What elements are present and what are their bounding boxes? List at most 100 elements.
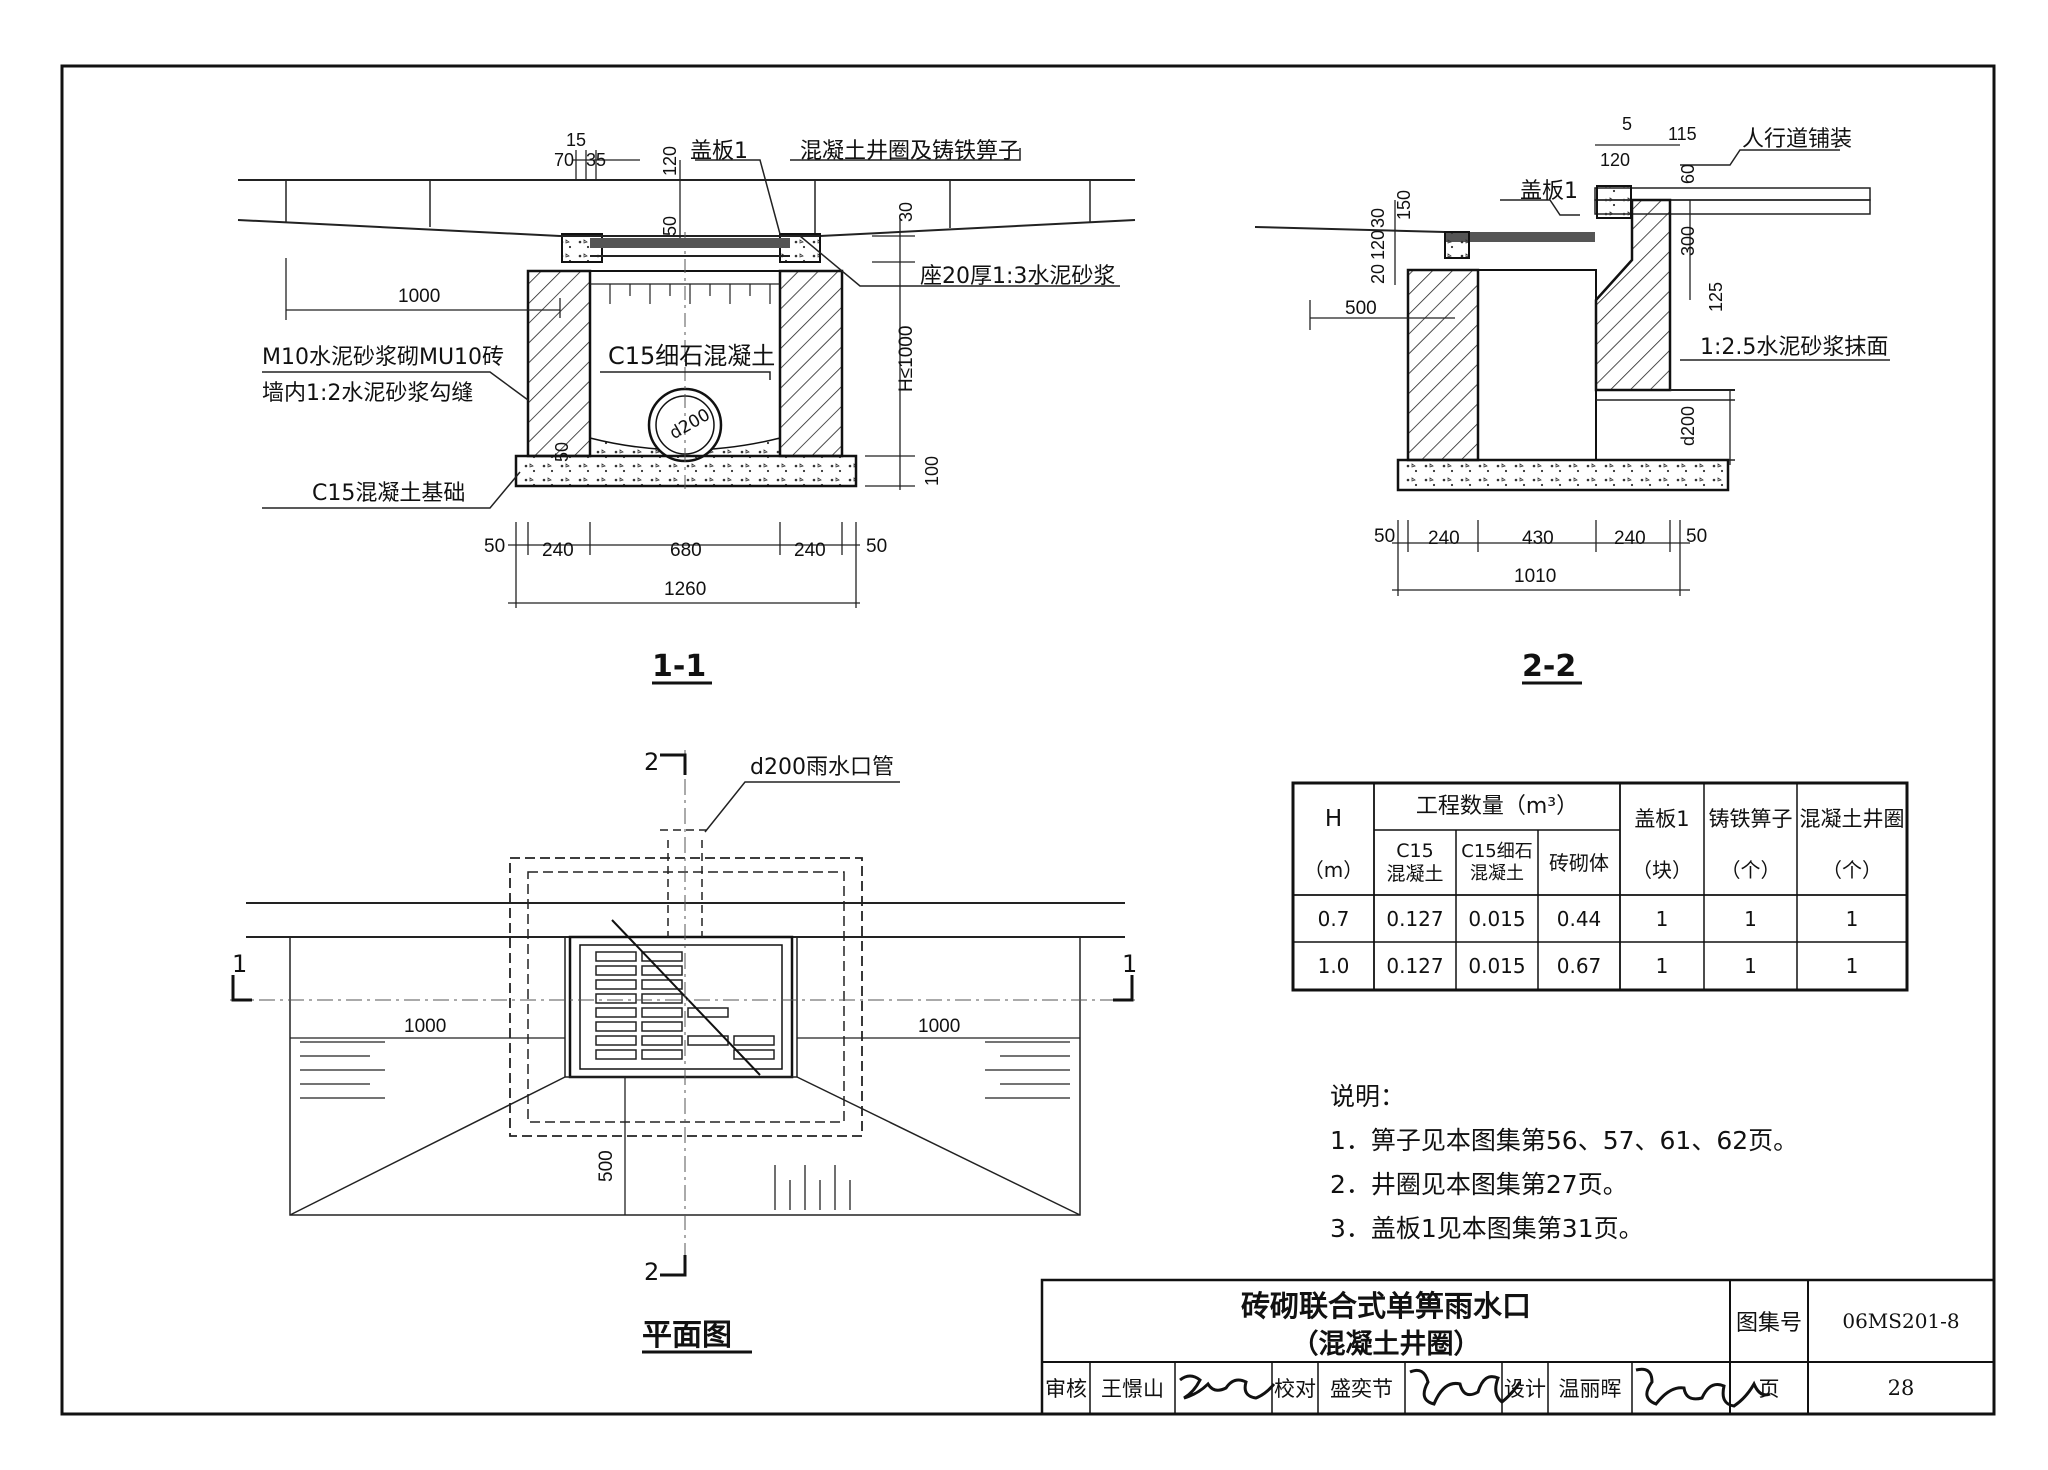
atlas-number: 06MS201-8 (1842, 1309, 1960, 1333)
section-mark-1-right: 1 (1122, 950, 1137, 978)
label-fine-concrete: C15细石混凝土 (608, 342, 775, 370)
signature-designer (1635, 1367, 1771, 1408)
dim-120-top: 120 (1600, 150, 1630, 170)
cell-r0-cover: 1 (1655, 906, 1669, 931)
th-quantity: 工程数量（m³） (1415, 793, 1579, 819)
plan-view (230, 750, 1135, 1354)
th-c15: C15 混凝土 (1386, 840, 1444, 885)
dim-b430: 430 (1522, 528, 1554, 549)
th-ring-unit: （个） (1822, 858, 1882, 882)
label-mortar-seat: 座20厚1:3水泥砂浆 (920, 264, 1115, 289)
dim-b50r-1-1: 50 (866, 536, 887, 557)
dim-d200: d200 (1678, 406, 1698, 446)
design-label: 设计 (1504, 1377, 1546, 1401)
section-mark-2-top: 2 (644, 748, 659, 776)
cell-r1-brick: 0.67 (1556, 954, 1602, 978)
dim-plan-left: 1000 (404, 1016, 446, 1037)
dim-1000-1-1: 1000 (398, 286, 440, 307)
label-plan-pipe: d200雨水口管 (750, 755, 894, 780)
dim-h: H≤1000 (896, 326, 917, 392)
notes: 说明： 1．箅子见本图集第56、57、61、62页。 2．井圈见本图集第27页。… (1330, 1075, 1798, 1251)
th-ring: 混凝土井圈 (1799, 807, 1905, 832)
cell-r0-grate: 1 (1744, 906, 1757, 931)
reviewer-name: 王憬山 (1101, 1377, 1164, 1401)
dim-plan-right: 1000 (918, 1016, 960, 1037)
dim-300: 300 (1678, 226, 1698, 256)
dim-125: 125 (1706, 282, 1726, 312)
notes-heading: 说明： (1330, 1082, 1406, 1111)
cell-r1-grate: 1 (1744, 954, 1757, 978)
section-mark-2-bottom: 2 (644, 1258, 659, 1286)
dim-b240l-2-2: 240 (1428, 528, 1460, 549)
th-cover-unit: （块） (1632, 858, 1692, 882)
dim-b240r-1-1: 240 (794, 540, 826, 561)
label-paving: 人行道铺装 (1742, 127, 1852, 152)
title-block-grid (1040, 1278, 1996, 1416)
dim-total-2-2: 1010 (1514, 566, 1556, 587)
dim-b680: 680 (670, 540, 702, 561)
dim-total-1-1: 1260 (664, 579, 706, 600)
dim-100: 100 (922, 456, 942, 486)
dim-30-2-2: 30 (1368, 208, 1388, 228)
label-wall-joint: 墙内1:2水泥砂浆勾缝 (262, 381, 473, 406)
dim-120: 120 (660, 146, 680, 176)
dim-35: 35 (586, 150, 606, 170)
dim-b240r-2-2: 240 (1614, 528, 1646, 549)
section-title-2-2: 2-2 (1522, 649, 1576, 684)
section-title-1-1: 1-1 (652, 649, 706, 684)
note-item: 3．盖板1见本图集第31页。 (1330, 1214, 1644, 1243)
section-mark-1-left: 1 (232, 950, 247, 978)
atlas-label: 图集号 (1735, 1311, 1802, 1336)
section-2-2 (1254, 144, 1890, 685)
th-h: H (1324, 806, 1343, 833)
label-base: C15混凝土基础 (312, 481, 465, 506)
th-grate: 铸铁箅子 (1708, 807, 1793, 832)
cell-r1-h: 1.0 (1317, 954, 1350, 978)
label-plaster: 1:2.5水泥砂浆抹面 (1700, 335, 1888, 360)
quantity-table-grid (1291, 781, 1909, 992)
dim-70: 70 (554, 150, 574, 170)
plan-title: 平面图 (642, 1318, 732, 1353)
designer-name: 温丽晖 (1558, 1377, 1622, 1401)
cell-r1-c15: 0.127 (1386, 954, 1444, 978)
dim-b50r-2-2: 50 (1686, 526, 1707, 547)
drawing-subtitle: （混凝土井圈） (1291, 1328, 1481, 1360)
cell-r0-c15: 0.127 (1386, 906, 1444, 931)
label-ring-grate: 混凝土井圈及铸铁箅子 (800, 139, 1020, 164)
dim-20: 20 (1368, 264, 1388, 284)
page-number: 28 (1887, 1376, 1915, 1400)
cell-r1-c15fine: 0.015 (1468, 954, 1526, 978)
dim-plan-500: 500 (596, 1150, 617, 1182)
cell-r0-brick: 0.44 (1556, 906, 1602, 931)
cell-r0-ring: 1 (1845, 906, 1859, 931)
cell-r0-h: 0.7 (1317, 906, 1350, 931)
dim-500-2-2: 500 (1345, 298, 1377, 319)
checker-name: 盛奕节 (1330, 1377, 1393, 1401)
th-h-unit: （m） (1303, 858, 1364, 882)
sheet-border (60, 64, 1996, 1416)
dim-50a: 50 (660, 216, 680, 236)
th-c15-fine: C15细石 混凝土 (1461, 841, 1533, 884)
check-label: 校对 (1274, 1377, 1316, 1401)
page-label: 页 (1758, 1377, 1780, 1401)
label-cover-2-2: 盖板1 (1520, 179, 1578, 204)
dim-50b: 50 (552, 442, 572, 462)
dim-150: 150 (1394, 190, 1414, 220)
dim-15: 15 (566, 130, 586, 150)
drawing-title: 砖砌联合式单箅雨水口 (1240, 1289, 1531, 1323)
note-item: 1．箅子见本图集第56、57、61、62页。 (1330, 1126, 1799, 1155)
dim-b50l-2-2: 50 (1374, 526, 1395, 547)
cell-r1-cover: 1 (1655, 954, 1669, 978)
label-cover-1-1: 盖板1 (690, 139, 748, 164)
dim-5: 5 (1622, 114, 1632, 134)
section-1-1 (237, 148, 1136, 685)
review-label: 审核 (1045, 1377, 1087, 1401)
note-item: 2．井圈见本图集第27页。 (1330, 1170, 1628, 1199)
dim-b50l-1-1: 50 (484, 536, 505, 557)
dim-115: 115 (1668, 124, 1697, 144)
th-cover: 盖板1 (1634, 807, 1690, 832)
dim-60: 60 (1678, 164, 1698, 184)
dim-b240l-1-1: 240 (542, 540, 574, 561)
cell-r0-c15fine: 0.015 (1468, 906, 1526, 931)
